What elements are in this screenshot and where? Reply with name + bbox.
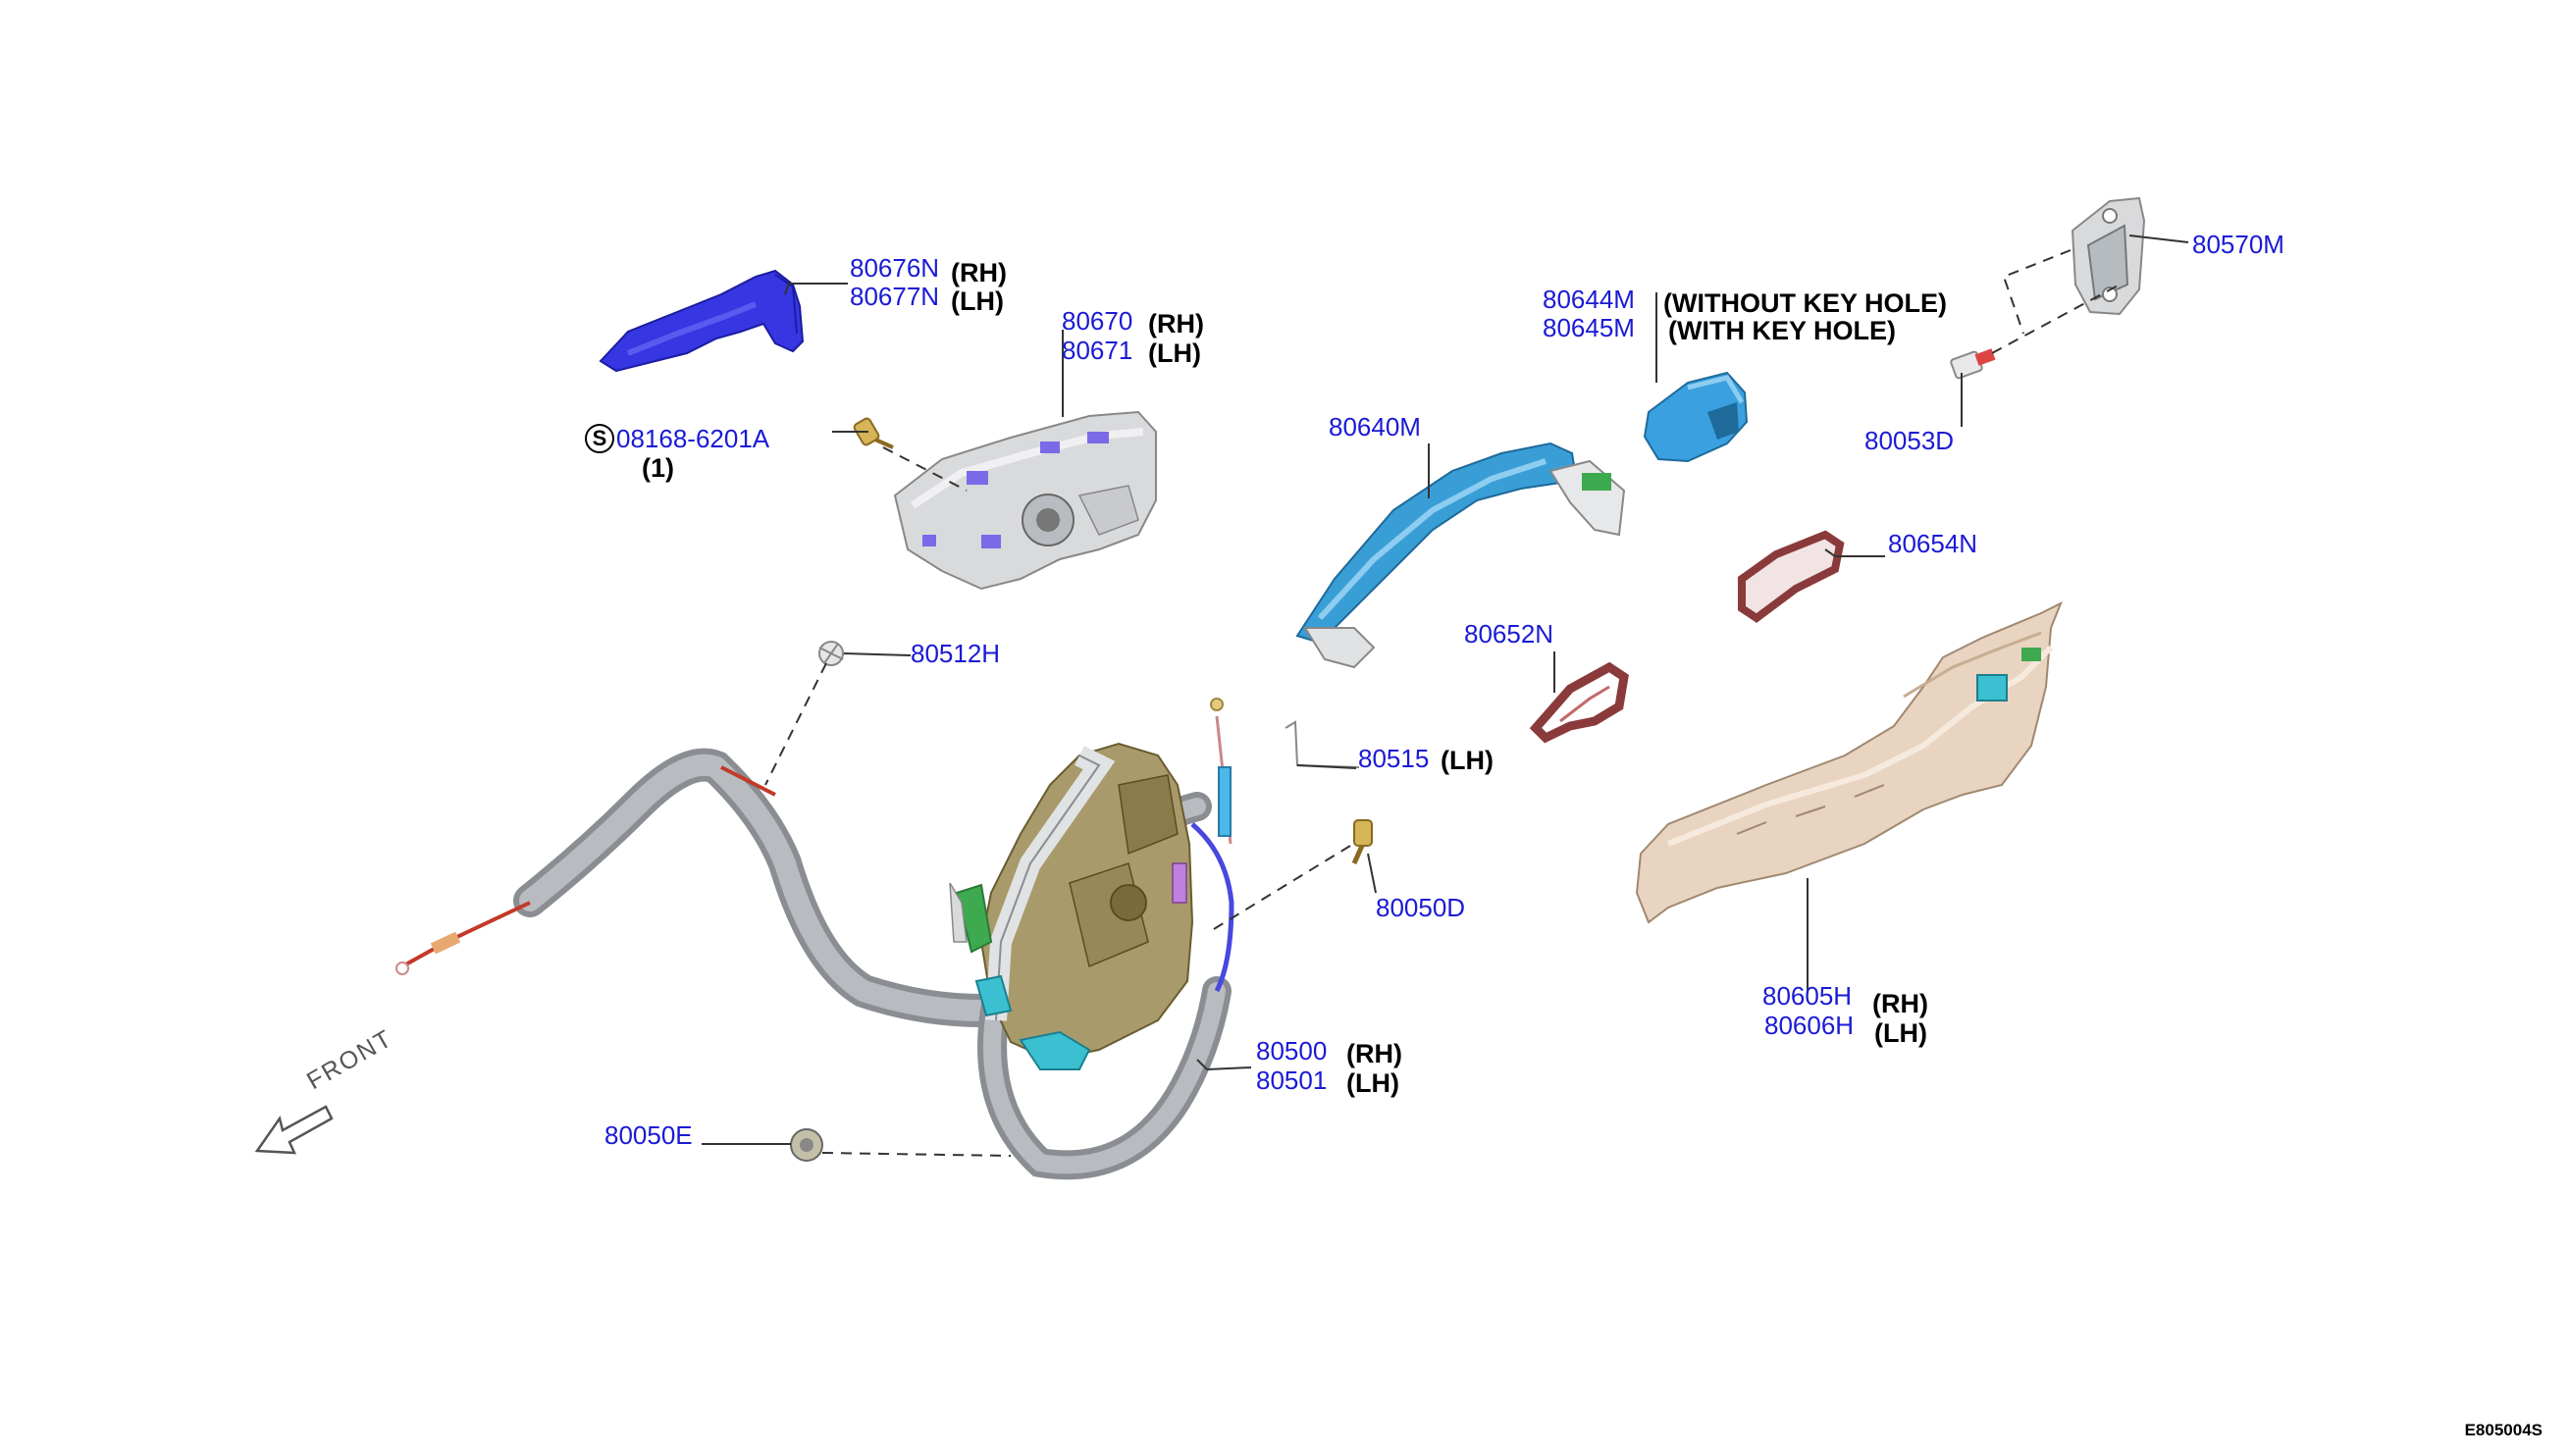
front-arrow-icon [254,1105,334,1155]
label-80053D[interactable]: 80053D [1864,426,1955,455]
striker-bolt [1950,348,1996,380]
qualifier-80500: (RH) [1346,1039,1402,1068]
inner-handle-lever [599,269,805,373]
install-lines [764,249,2121,1157]
label-80050D[interactable]: 80050D [1376,893,1466,922]
label-80645M[interactable]: 80645M [1543,313,1635,342]
qualifier-80501: (LH) [1346,1068,1399,1098]
door-striker [2071,196,2146,316]
label-80501[interactable]: 80501 [1256,1066,1328,1095]
qualifier-08168-6201A: (1) [642,453,674,483]
qualifier-80671: (LH) [1148,338,1201,368]
qualifier-80645M: (WITH KEY HOLE) [1668,316,1896,345]
qualifier-80676N: (RH) [951,258,1007,287]
label-80640M[interactable]: 80640M [1329,412,1421,442]
label-80512H[interactable]: 80512H [911,639,1001,668]
diagram-code: E805004S [2464,1421,2543,1439]
qualifier-80605H: (RH) [1872,989,1928,1018]
label-80606H[interactable]: 80606H [1764,1011,1855,1040]
label-80677N[interactable]: 80677N [850,282,940,311]
qualifier-80606H: (LH) [1874,1018,1927,1048]
latch-rod [1210,698,1360,845]
key-cylinder-cap [1643,371,1749,463]
gasket-rear [1738,530,1845,623]
label-80671[interactable]: 80671 [1062,336,1133,365]
label-08168-6201A[interactable]: 08168-6201A [616,424,770,453]
grommet [790,1128,823,1162]
label-80654N[interactable]: 80654N [1888,529,1978,558]
outside-handle [1295,442,1626,669]
inner-handle-housing [893,410,1157,591]
label-80652N[interactable]: 80652N [1464,619,1554,649]
qualifier-80644M: (WITHOUT KEY HOLE) [1663,288,1947,318]
qualifier-80515: (LH) [1441,746,1494,775]
door-lock-assembly [949,742,1194,1070]
label-80676N[interactable]: 80676N [850,253,940,283]
label-80605H[interactable]: 80605H [1762,981,1853,1011]
leader-lines [702,234,2189,1145]
cable-clip [818,641,844,666]
label-80570M[interactable]: 80570M [2192,230,2284,259]
outside-handle-bracket [1635,600,2063,924]
release-cable-front [395,748,998,1027]
qualifier-80670: (RH) [1148,309,1204,338]
label-80050E[interactable]: 80050E [604,1120,693,1150]
label-80500[interactable]: 80500 [1256,1036,1328,1066]
label-80515[interactable]: 80515 [1358,744,1430,773]
lock-screw [1351,819,1373,865]
service-symbol-icon: S [585,424,614,453]
qualifier-80677N: (LH) [951,286,1004,316]
label-80644M[interactable]: 80644M [1543,285,1635,314]
gasket-front [1529,661,1629,744]
label-80670[interactable]: 80670 [1062,306,1133,336]
